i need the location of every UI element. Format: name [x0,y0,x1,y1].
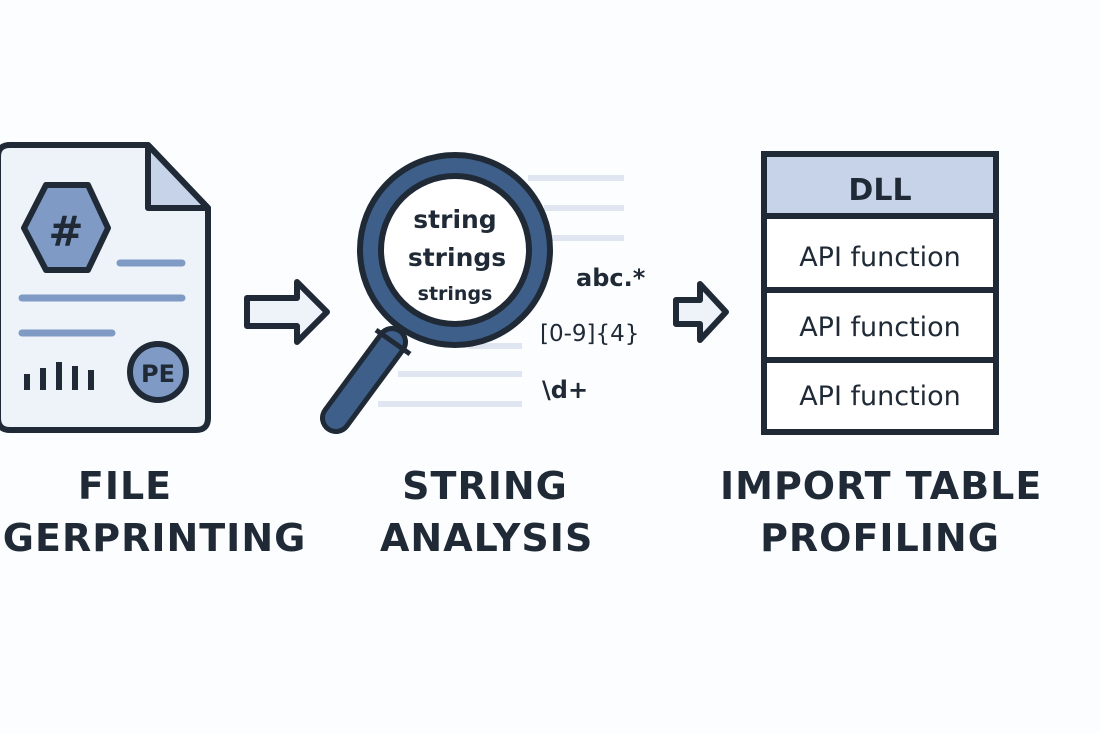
magnifier-icon: string strings strings [320,152,624,434]
bar-chart-icon [24,362,94,390]
caption-file-line1: FILE [77,464,173,508]
table-row-2: API function [799,312,961,343]
pe-badge-label: PE [141,360,175,388]
regex-pattern-3: \d+ [542,376,588,404]
hash-symbol: # [48,207,83,256]
lens-word-1: string [413,205,496,234]
table-header-dll: DLL [848,173,911,208]
regex-pattern-1: abc.* [576,264,646,292]
hash-hexagon-icon: # [21,182,111,273]
magnifier-handle [320,326,412,434]
lens-word-3: strings [418,283,493,305]
regex-patterns: abc.* [0-9]{4} \d+ [540,264,646,404]
lens-word-2: strings [408,243,506,272]
caption-string-line1: STRING [402,464,568,508]
arrow-right-icon [244,279,330,345]
arrow-right-icon-2 [673,281,729,343]
document-icon: # PE [0,142,211,433]
table-row-3: API function [799,381,961,412]
caption-import-table-profiling: IMPORT TABLE PROFILING [720,460,1043,564]
caption-import-line1: IMPORT TABLE [720,464,1043,508]
caption-string-analysis: STRING ANALYSIS [380,460,594,564]
pe-badge: PE [127,341,189,403]
background-text-lines [378,175,624,407]
caption-file-fingerprinting: FILE NGERPRINTING [0,460,307,564]
caption-import-line2: PROFILING [760,516,1000,560]
caption-file-line2: NGERPRINTING [0,516,307,560]
table-icon: DLL API function API function API functi… [761,151,999,435]
caption-string-line2: ANALYSIS [380,516,594,560]
table-row-1: API function [799,242,961,273]
regex-pattern-2: [0-9]{4} [540,321,639,347]
